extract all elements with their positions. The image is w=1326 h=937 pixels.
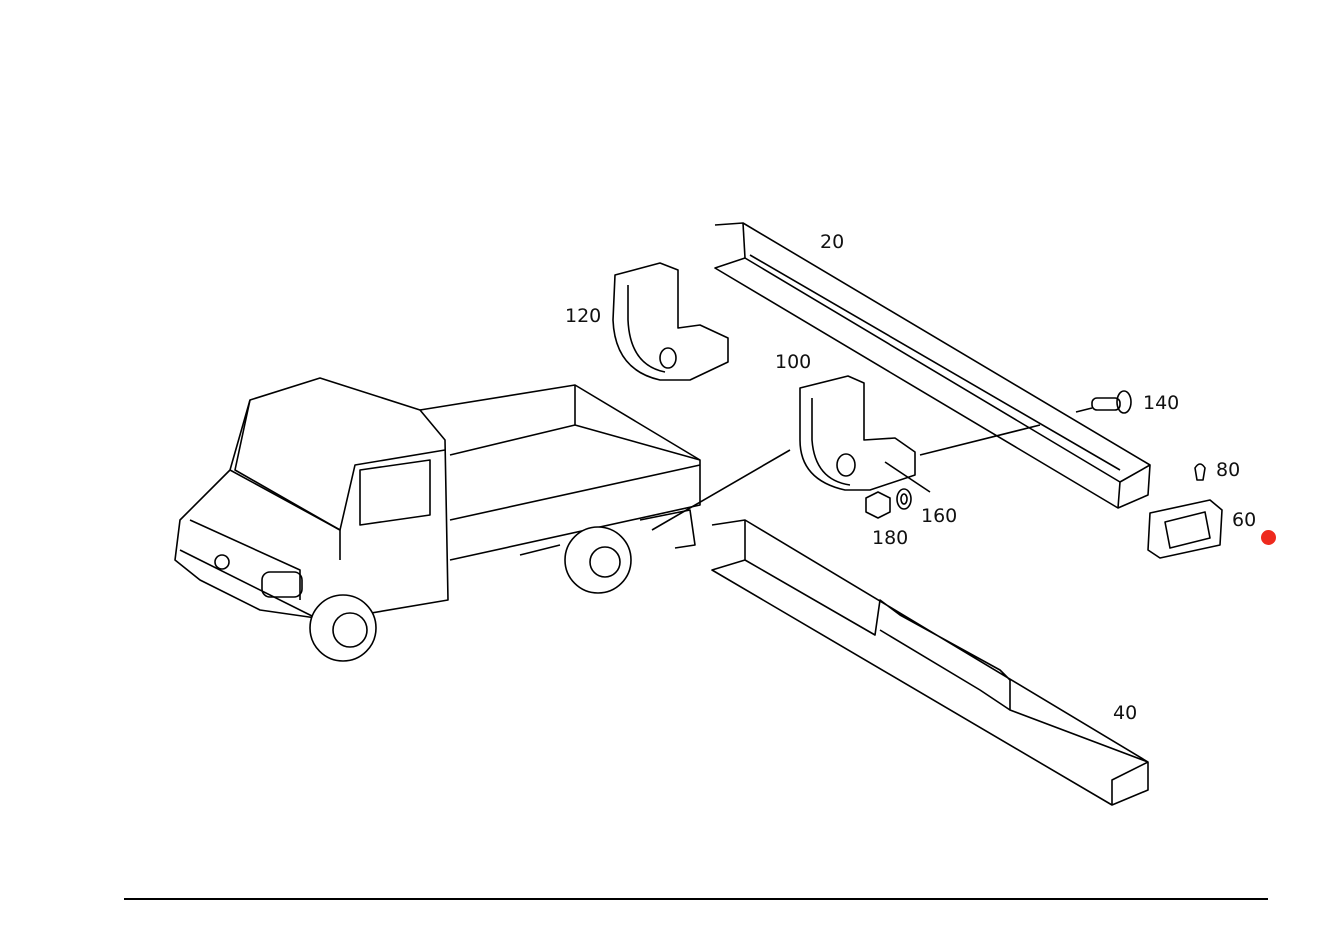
callout-40[interactable]: 40 bbox=[1113, 702, 1138, 724]
part-20-rail bbox=[714, 222, 1151, 509]
callout-140[interactable]: 140 bbox=[1143, 392, 1180, 414]
part-60-cap bbox=[1147, 499, 1223, 559]
part-180-nut bbox=[865, 491, 891, 519]
truck-illustration bbox=[174, 377, 791, 662]
callout-100[interactable]: 100 bbox=[775, 351, 812, 373]
callout-60[interactable]: 60 bbox=[1232, 509, 1257, 531]
part-40-rail bbox=[711, 519, 1149, 806]
part-140-bolt bbox=[1075, 390, 1132, 414]
selected-part-marker[interactable] bbox=[1261, 530, 1276, 545]
part-120-bracket bbox=[612, 262, 729, 381]
callout-80[interactable]: 80 bbox=[1216, 459, 1241, 481]
callout-20[interactable]: 20 bbox=[820, 231, 845, 253]
callout-180[interactable]: 180 bbox=[872, 527, 909, 549]
callout-160[interactable]: 160 bbox=[921, 505, 958, 527]
part-80-clip bbox=[1194, 463, 1206, 481]
footer-divider bbox=[124, 898, 1268, 900]
part-100-bracket bbox=[799, 375, 931, 493]
callout-120[interactable]: 120 bbox=[565, 305, 602, 327]
part-160-washer bbox=[896, 488, 912, 510]
